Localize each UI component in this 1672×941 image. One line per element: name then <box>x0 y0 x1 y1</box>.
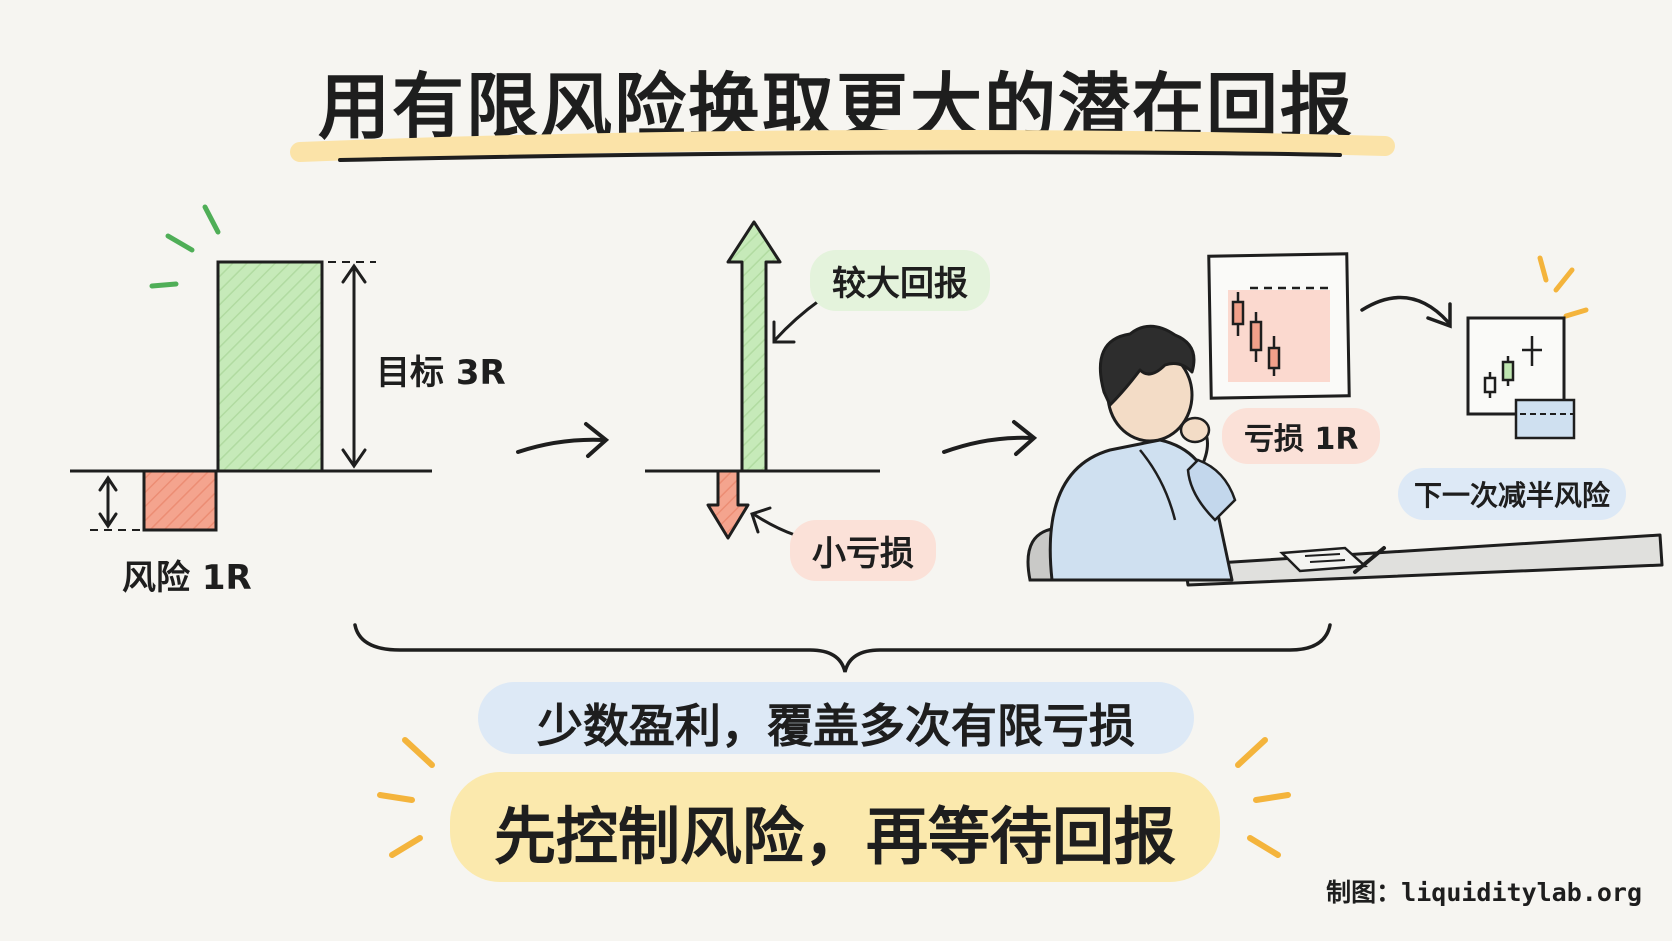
emphasis-rays-icon-right <box>1235 737 1291 858</box>
risk-bar <box>142 469 218 532</box>
risk-label: 风险 1R <box>122 558 252 598</box>
risk-reward-bars <box>70 204 432 532</box>
curly-brace-icon <box>353 623 1332 673</box>
candlestick-chart-icon <box>1207 252 1351 400</box>
up-arrow-icon <box>726 220 782 473</box>
takeaway-highlight <box>450 772 1220 882</box>
loss-1r-label: 亏损 1R <box>1222 408 1381 464</box>
summary-pill <box>478 682 1194 754</box>
summary-text: 少数盈利，覆盖多次有限亏损 <box>537 699 1135 753</box>
small-loss-label: 小亏损 <box>790 520 936 581</box>
halve-risk-label: 下一次减半风险 <box>1398 468 1627 520</box>
title-underline <box>290 129 1395 162</box>
credit-text: 制图：liquiditylab.org <box>1326 878 1642 907</box>
person-at-desk-illustration <box>1026 324 1664 587</box>
emphasis-rays-icon <box>149 204 221 289</box>
takeaway-text: 先控制风险，再等待回报 <box>493 800 1176 873</box>
risk-dimension-arrow <box>98 475 118 529</box>
big-return-label: 较大回报 <box>810 250 990 311</box>
target-dimension-arrow <box>341 263 367 469</box>
gain-loss-arrows <box>645 220 880 540</box>
right-arrow-icon <box>516 422 610 458</box>
right-arrow-icon-2 <box>942 420 1038 456</box>
right-arrow-icon-3 <box>1360 295 1452 329</box>
target-label: 目标 3R <box>376 353 506 393</box>
emphasis-rays-icon-left <box>377 737 435 858</box>
candlestick-chart-small-icon <box>1466 255 1589 440</box>
target-bar <box>216 260 324 473</box>
down-arrow-icon <box>706 469 750 540</box>
